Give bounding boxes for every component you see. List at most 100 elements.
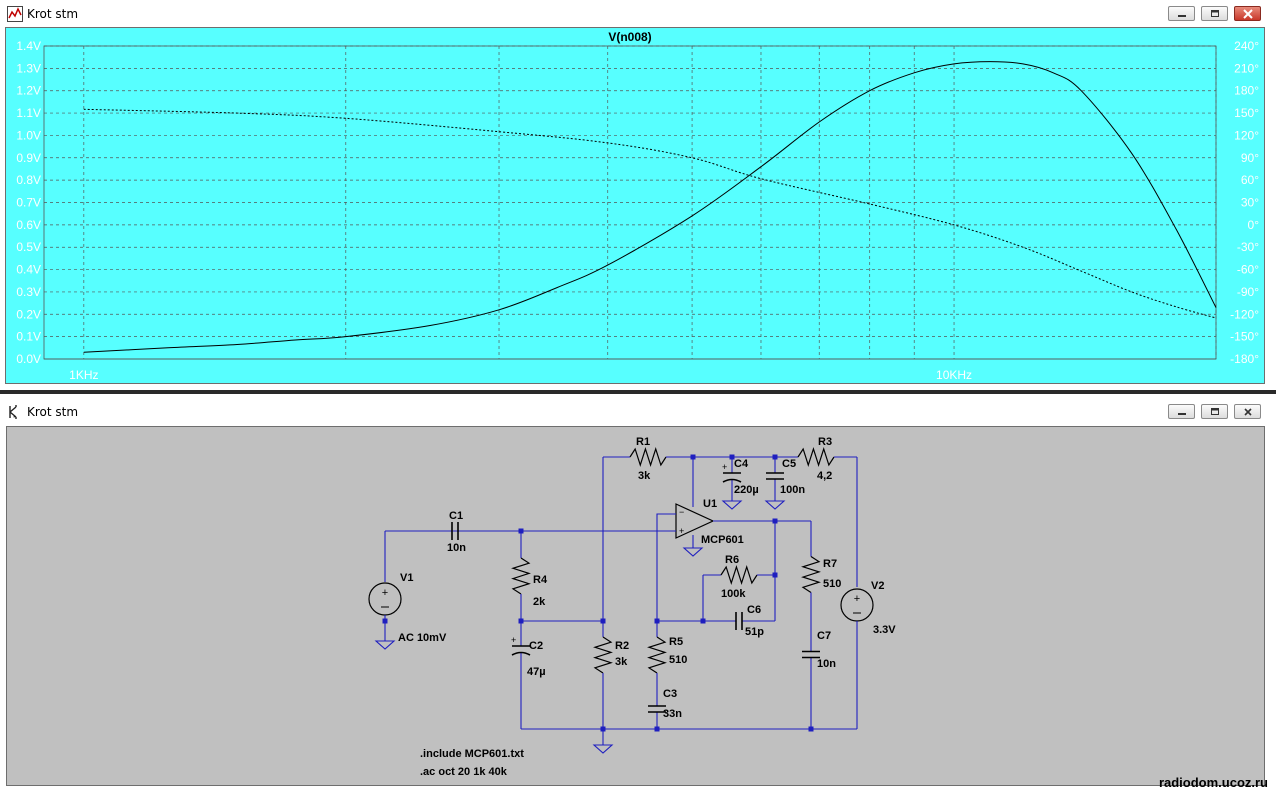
- close-button[interactable]: [1234, 6, 1261, 21]
- value-u1: MCP601: [701, 534, 744, 546]
- close-button[interactable]: [1234, 404, 1261, 419]
- resistor-r1: [629, 447, 667, 467]
- label-r2: R2: [615, 640, 629, 652]
- value-r1: 3k: [638, 470, 651, 482]
- plus-sign: +: [854, 593, 860, 605]
- y-right-tick-label: -60°: [1237, 263, 1259, 277]
- ground-icon: [374, 640, 396, 650]
- polarity-mark: +: [722, 462, 727, 472]
- y-right-tick-label: -90°: [1237, 285, 1259, 299]
- y-left-tick-label: 0.2V: [16, 307, 41, 321]
- y-left-tick-label: 0.9V: [16, 151, 41, 165]
- waveform-titlebar[interactable]: Krot stm: [0, 0, 1276, 27]
- y-left-tick-label: 1.1V: [16, 106, 41, 120]
- schematic-titlebar[interactable]: Krot stm: [0, 398, 1276, 425]
- y-right-tick-label: 0°: [1248, 218, 1260, 232]
- wire: [656, 513, 676, 621]
- value-c5: 100n: [780, 484, 805, 496]
- bode-plot[interactable]: 0.0V0.1V0.2V0.3V0.4V0.5V0.6V0.7V0.8V0.9V…: [6, 28, 1266, 385]
- value-c7: 10n: [817, 658, 836, 670]
- y-right-tick-label: 150°: [1234, 106, 1259, 120]
- label-c3: C3: [663, 688, 677, 700]
- label-u1: U1: [703, 498, 717, 510]
- y-left-tick-label: 0.5V: [16, 240, 41, 254]
- ground-icon: [721, 500, 743, 510]
- value-c6: 51p: [745, 626, 764, 638]
- value-v2: 3.3V: [873, 624, 896, 636]
- y-right-tick-label: 60°: [1241, 173, 1259, 187]
- y-right-tick-label: -180°: [1230, 352, 1259, 366]
- x-tick-label: 1KHz: [69, 368, 98, 382]
- plus-sign: +: [382, 587, 388, 599]
- opamp-plus: +: [679, 526, 684, 536]
- phase-trace: [83, 108, 1217, 319]
- y-left-tick-label: 1.3V: [16, 61, 41, 75]
- resistor-r3: [797, 447, 835, 467]
- opamp-minus: −: [679, 507, 684, 517]
- window-divider: [0, 390, 1276, 394]
- y-right-tick-label: 120°: [1234, 128, 1259, 142]
- junction-dot: [654, 726, 660, 732]
- y-left-tick-label: 0.8V: [16, 173, 41, 187]
- spice-directive-ac: .ac oct 20 1k 40k: [420, 766, 508, 778]
- value-c1: 10n: [447, 542, 466, 554]
- maximize-button[interactable]: [1201, 6, 1228, 21]
- label-r3: R3: [818, 436, 832, 448]
- y-left-tick-label: 0.1V: [16, 330, 41, 344]
- label-c4: C4: [734, 458, 749, 470]
- y-left-tick-label: 0.3V: [16, 285, 41, 299]
- x-tick-label: 10KHz: [936, 368, 972, 382]
- value-r3: 4,2: [817, 470, 832, 482]
- y-right-tick-label: 210°: [1234, 61, 1259, 75]
- label-c2: C2: [529, 640, 543, 652]
- value-c3: 33n: [663, 708, 682, 720]
- y-left-tick-label: 0.7V: [16, 196, 41, 210]
- resistor-r6: [720, 565, 758, 585]
- ground-icon: [592, 744, 614, 754]
- minimize-button[interactable]: [1168, 6, 1195, 21]
- label-r5: R5: [669, 636, 683, 648]
- label-c5: C5: [782, 458, 796, 470]
- value-c4: 220µ: [734, 484, 759, 496]
- minimize-button[interactable]: [1168, 404, 1195, 419]
- value-r2: 3k: [615, 656, 628, 668]
- plot-frame: [43, 45, 1217, 360]
- label-c6: C6: [747, 604, 761, 616]
- ground-icon: [764, 500, 786, 510]
- y-left-tick-label: 1.2V: [16, 84, 41, 98]
- y-right-tick-label: -150°: [1230, 330, 1259, 344]
- ground-icon: [682, 547, 704, 557]
- capacitor-c4-plate: [722, 478, 742, 483]
- waveform-app-icon: [7, 6, 23, 22]
- value-r7: 510: [823, 578, 841, 590]
- watermark-text: radiodom.ucoz.ru: [1158, 775, 1268, 790]
- spice-directive-include: .include MCP601.txt: [420, 748, 524, 760]
- restore-button[interactable]: [1201, 404, 1228, 419]
- y-left-tick-label: 1.0V: [16, 128, 41, 142]
- y-right-tick-label: -120°: [1230, 307, 1259, 321]
- label-c1: C1: [449, 510, 463, 522]
- value-v1: AC 10mV: [398, 632, 447, 644]
- schematic-app-icon: [9, 405, 17, 419]
- opamp-u1: [675, 503, 715, 539]
- y-left-tick-label: 0.6V: [16, 218, 41, 232]
- y-right-tick-label: 240°: [1234, 39, 1259, 53]
- magnitude-trace: [83, 61, 1217, 353]
- label-r4: R4: [533, 574, 548, 586]
- label-r6: R6: [725, 554, 739, 566]
- label-v2: V2: [871, 580, 884, 592]
- resistor-r7: [801, 555, 821, 594]
- schematic-window-title: Krot stm: [27, 405, 79, 419]
- y-right-tick-label: 90°: [1241, 151, 1259, 165]
- resistor-r4: [511, 557, 531, 595]
- capacitor-c2-plate: [511, 651, 531, 656]
- junction-dot: [808, 726, 814, 732]
- plot-title: V(n008): [608, 30, 651, 44]
- label-c7: C7: [817, 630, 831, 642]
- value-r6: 100k: [721, 588, 746, 600]
- label-r1: R1: [636, 436, 650, 448]
